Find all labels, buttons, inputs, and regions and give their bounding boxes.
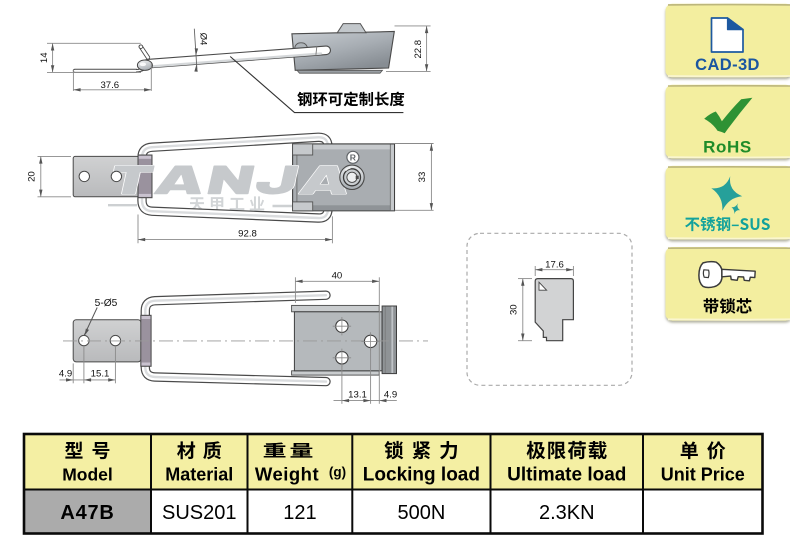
svg-text:RoHS: RoHS	[703, 138, 752, 157]
svg-text:15.1: 15.1	[91, 368, 110, 379]
svg-text:37.6: 37.6	[100, 80, 119, 91]
svg-text:40: 40	[332, 271, 343, 282]
svg-text:Ø4: Ø4	[198, 33, 209, 46]
svg-text:R: R	[350, 153, 357, 163]
svg-text:Material: Material	[165, 465, 233, 485]
svg-text:30: 30	[509, 304, 520, 315]
svg-text:92.8: 92.8	[238, 229, 257, 240]
svg-text:33: 33	[417, 172, 428, 183]
svg-text:Unit Price: Unit Price	[661, 465, 745, 485]
svg-text:13.1: 13.1	[348, 390, 367, 401]
svg-text:Model: Model	[62, 465, 113, 485]
svg-text:4.9: 4.9	[59, 368, 72, 379]
svg-text:5-Ø5: 5-Ø5	[95, 298, 118, 309]
svg-text:20: 20	[27, 171, 38, 182]
svg-text:A47B: A47B	[60, 502, 114, 524]
svg-text:Locking load: Locking load	[363, 465, 480, 486]
svg-text:22.8: 22.8	[413, 40, 424, 59]
svg-text:2.3KN: 2.3KN	[539, 502, 595, 524]
svg-text:SUS201: SUS201	[162, 502, 237, 524]
svg-text:500N: 500N	[397, 502, 445, 524]
svg-text:(g): (g)	[329, 464, 346, 479]
svg-text:17.6: 17.6	[545, 259, 564, 270]
svg-text:Ultimate load: Ultimate load	[507, 465, 626, 486]
svg-text:4.9: 4.9	[384, 390, 397, 401]
svg-text:14: 14	[39, 52, 50, 63]
svg-text:Weight: Weight	[255, 464, 319, 485]
svg-text:CAD-3D: CAD-3D	[695, 56, 760, 74]
svg-text:121: 121	[283, 502, 316, 524]
